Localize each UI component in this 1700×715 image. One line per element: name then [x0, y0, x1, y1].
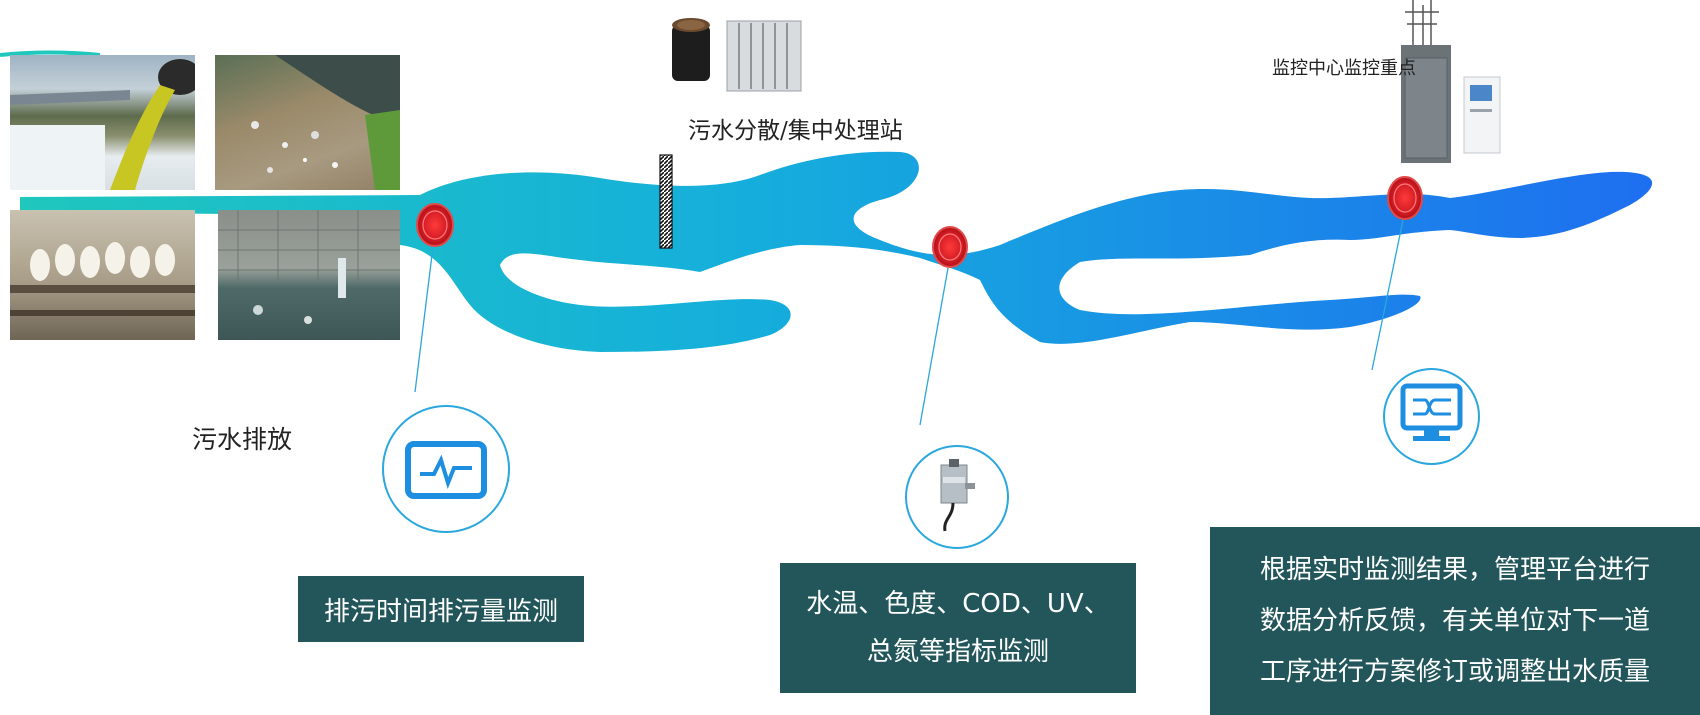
cabinet-icon: [725, 17, 803, 93]
callout-3-line3: 工序进行方案修订或调整出水质量: [1259, 656, 1650, 687]
antenna-cabinet-icon: [1395, 0, 1457, 165]
callout-discharge-monitoring: 排污时间排污量监测: [298, 576, 584, 642]
pulse-monitor-circle: [382, 405, 510, 533]
river-band: [20, 151, 1653, 352]
connector-3: [1371, 219, 1404, 371]
callout-3-line1: 根据实时监测结果，管理平台进行: [1259, 554, 1650, 585]
photo-pipe-discharge: [10, 55, 195, 190]
callout-platform-feedback: 根据实时监测结果，管理平台进行 数据分析反馈，有关单位对下一道 工序进行方案修订…: [1210, 527, 1700, 715]
callout-2-line1: 水温、色度、COD、UV、: [806, 589, 1110, 619]
pulse-monitor-icon: [405, 441, 487, 499]
monitor-point-2: [932, 226, 968, 268]
water-sensor-circle: [905, 445, 1009, 549]
network-monitor-icon: [1400, 383, 1463, 441]
discharge-label: 污水排放: [192, 425, 293, 454]
tank-icon: [670, 15, 712, 85]
river-top-stroke: [0, 50, 101, 57]
callout-2-line2: 总氮等指标监测: [866, 637, 1049, 667]
monitor-point-1: [416, 203, 454, 247]
photo-duck-farm: [10, 210, 195, 340]
barrier-gate: [659, 154, 673, 249]
callout-1-text: 排污时间排污量监测: [323, 596, 558, 627]
monitor-center-label: 监控中心监控重点: [1272, 58, 1416, 79]
connector-2: [919, 267, 949, 426]
photo-polluted-bank: [215, 55, 400, 190]
monitor-point-3: [1387, 176, 1423, 220]
water-sensor-icon: [940, 459, 975, 532]
callout-water-indicators: 水温、色度、COD、UV、 总氮等指标监测: [780, 563, 1136, 693]
callout-3-line2: 数据分析反馈，有关单位对下一道: [1259, 605, 1650, 636]
photo-outfall-wall: [218, 210, 400, 340]
analyzer-icon: [1462, 75, 1502, 155]
network-monitor-circle: [1383, 368, 1480, 465]
station-label: 污水分散/集中处理站: [688, 118, 903, 144]
connector-1: [414, 246, 434, 393]
